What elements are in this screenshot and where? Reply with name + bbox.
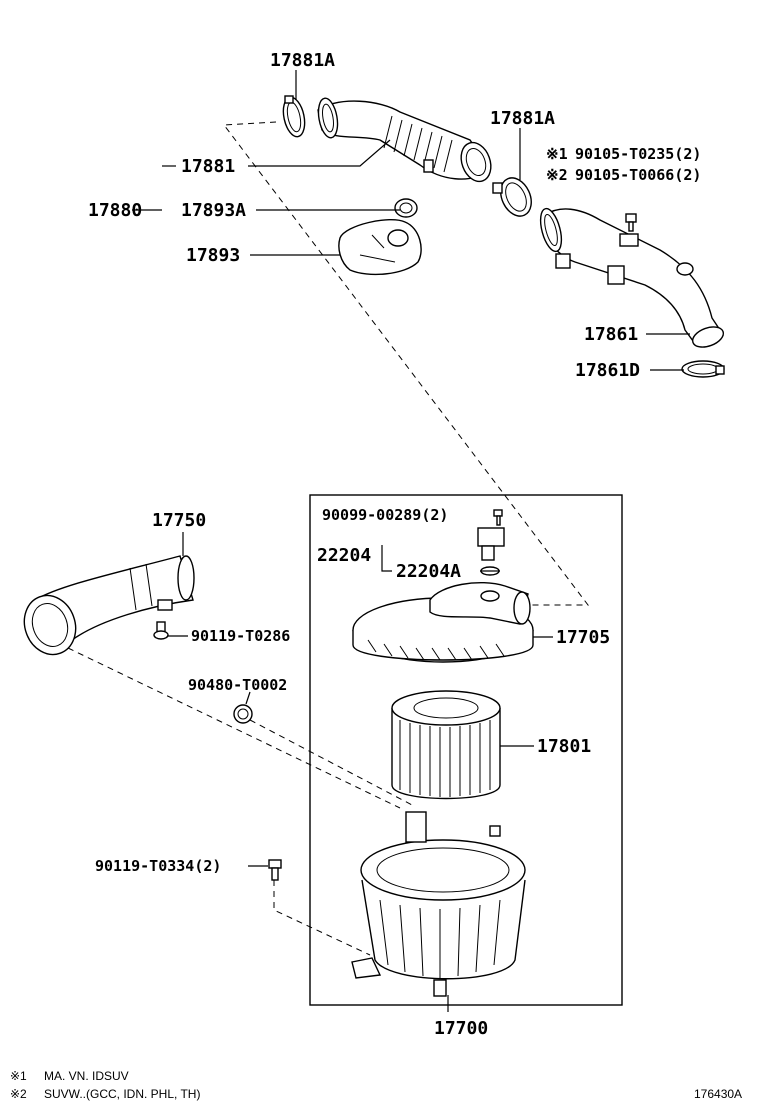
label-17880: 17880	[88, 200, 142, 221]
figure-id: 176430A	[694, 1087, 742, 1101]
label-90105-T0235: 90105-T0235(2)	[575, 145, 701, 163]
hose-clamp-17881A-top	[282, 95, 306, 138]
clamp-17861D	[681, 360, 725, 378]
filter-element-17801	[391, 690, 501, 800]
label-90119-T0334: 90119-T0334(2)	[95, 857, 221, 875]
label-22204A: 22204A	[396, 561, 461, 582]
label-90480-T0002: 90480-T0002	[188, 676, 287, 694]
note2-mark: ※2	[546, 166, 568, 184]
label-17861D: 17861D	[575, 360, 640, 381]
footnote-2-mark: ※2	[10, 1087, 27, 1101]
label-90099-00289: 90099-00289(2)	[322, 506, 448, 524]
grommet-90480-T0002	[233, 704, 253, 724]
footnote-1-mark: ※1	[10, 1069, 27, 1083]
label-17893A: 17893A	[181, 200, 246, 221]
label-17881A-right: 17881A	[490, 108, 555, 129]
label-17801: 17801	[537, 736, 591, 757]
bolt-90105	[625, 213, 637, 232]
inlet-pipe-17861	[539, 207, 725, 348]
label-17893: 17893	[186, 245, 240, 266]
label-22204: 22204	[317, 545, 371, 566]
label-90105-T0066: 90105-T0066(2)	[575, 166, 701, 184]
reference-lines	[67, 121, 590, 956]
assembly-frame	[309, 494, 623, 1006]
cover-17893	[338, 218, 422, 276]
label-17881: 17881	[181, 156, 235, 177]
hose-clamp-17881A-right	[492, 177, 532, 217]
footnotes: ※1 MA. VN. IDSUV ※2 SUVW..(GCC, IDN. PHL…	[10, 1069, 742, 1101]
clamp-17893A	[394, 198, 418, 218]
air-cleaner-hose-17881	[317, 97, 492, 183]
label-17700: 17700	[434, 1018, 488, 1039]
inlet-duct-17750	[23, 555, 195, 656]
footnote-2-text: SUVW..(GCC, IDN. PHL, TH)	[44, 1087, 200, 1101]
part-labels: 17881A 17881A 17881 17880 17893A 17893 ※…	[88, 50, 701, 1039]
label-17705: 17705	[556, 627, 610, 648]
leader-lines	[132, 70, 690, 1012]
sensor-22204	[477, 527, 505, 561]
cap-17705	[352, 581, 534, 663]
footnote-1-text: MA. VN. IDSUV	[44, 1069, 129, 1083]
note1-mark: ※1	[546, 145, 568, 163]
case-17700	[351, 811, 526, 997]
bolt-90119-T0334	[268, 859, 282, 881]
bolt-90119-T0286	[153, 621, 169, 640]
label-17861: 17861	[584, 324, 638, 345]
label-17881A-top: 17881A	[270, 50, 335, 71]
label-90119-T0286: 90119-T0286	[191, 627, 290, 645]
label-17750: 17750	[152, 510, 206, 531]
screw-90099-00289	[493, 509, 503, 526]
